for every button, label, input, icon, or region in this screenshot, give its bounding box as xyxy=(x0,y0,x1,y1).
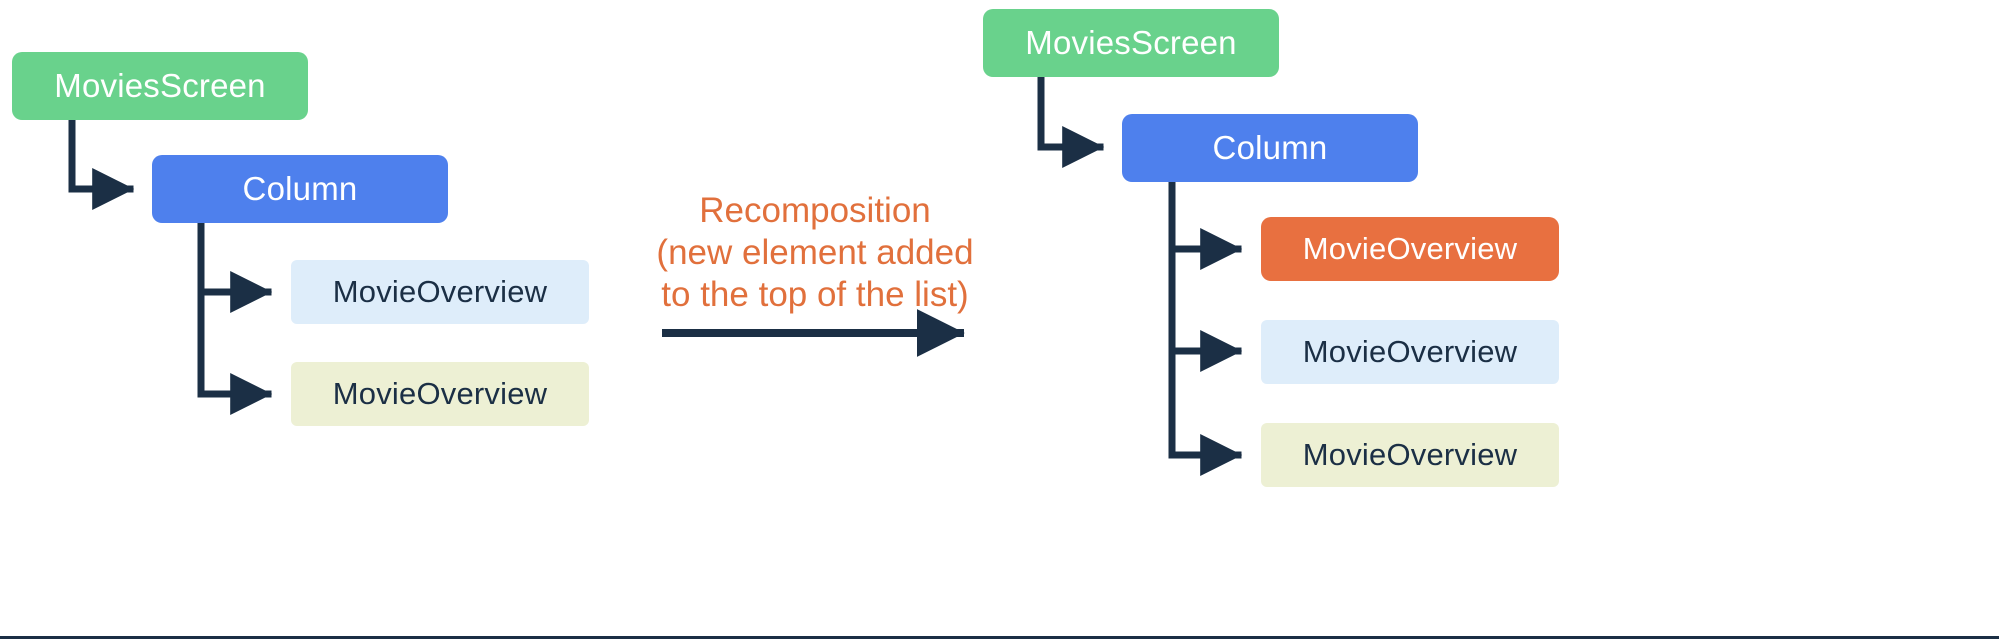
before-movies-screen-label: MoviesScreen xyxy=(54,67,266,104)
before-movie-overview-node-2[interactable]: MovieOverview xyxy=(291,362,589,426)
before-column-label: Column xyxy=(242,170,358,207)
before-movie-overview-label-1: MovieOverview xyxy=(332,274,548,309)
after-movies-screen-label: MoviesScreen xyxy=(1025,24,1237,61)
before-movie-overview-node-1[interactable]: MovieOverview xyxy=(291,260,589,324)
before-movies-screen-node[interactable]: MoviesScreen xyxy=(12,52,308,120)
recomposition-caption-line-3: to the top of the list) xyxy=(661,275,969,314)
after-movie-overview-node-new[interactable]: MovieOverview xyxy=(1261,217,1559,281)
bottom-divider xyxy=(0,636,1999,639)
after-movie-overview-node-1[interactable]: MovieOverview xyxy=(1261,320,1559,384)
after-movie-overview-label-1: MovieOverview xyxy=(1302,334,1518,369)
edge-screen-to-column-right xyxy=(1037,73,1105,168)
edge-screen-to-column-left xyxy=(68,116,135,210)
after-movie-overview-node-2[interactable]: MovieOverview xyxy=(1261,423,1559,487)
before-column-node[interactable]: Column xyxy=(152,155,448,223)
recomposition-caption-line-1: Recomposition xyxy=(699,191,931,230)
edge-column-to-overviews-right xyxy=(1168,178,1243,476)
after-movie-overview-label-2: MovieOverview xyxy=(1302,437,1518,472)
recomposition-caption-line-2: (new element added xyxy=(656,233,974,272)
after-column-label: Column xyxy=(1212,129,1328,166)
before-movie-overview-label-2: MovieOverview xyxy=(332,376,548,411)
edge-column-to-overviews-left xyxy=(197,218,273,415)
recomposition-caption: Recomposition (new element added to the … xyxy=(600,190,1030,316)
after-column-node[interactable]: Column xyxy=(1122,114,1418,182)
after-movie-overview-label-new: MovieOverview xyxy=(1302,231,1518,266)
after-movies-screen-node[interactable]: MoviesScreen xyxy=(983,9,1279,77)
